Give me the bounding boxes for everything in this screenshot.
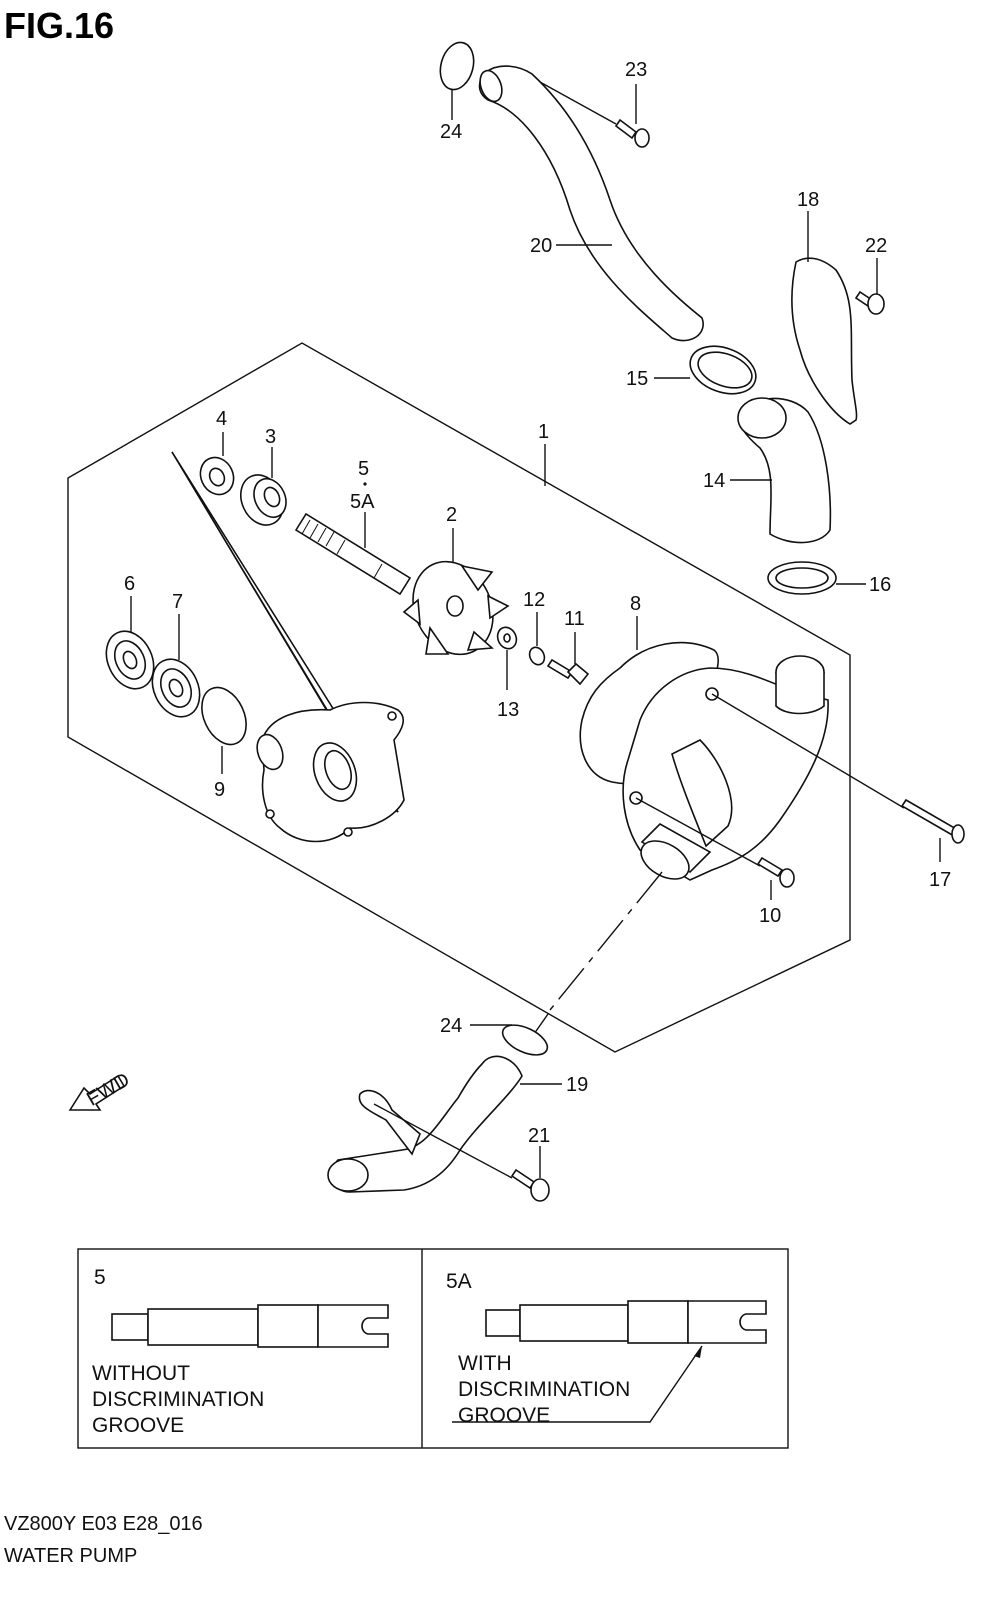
callout-5-dot bbox=[363, 482, 367, 486]
callout-14: 14 bbox=[703, 470, 725, 492]
inset-left-line-3: GROOVE bbox=[92, 1414, 184, 1437]
impeller-part-2 bbox=[402, 560, 510, 656]
callout-11: 11 bbox=[564, 608, 585, 630]
callout-5: 5 bbox=[358, 458, 369, 480]
callout-24-bottom: 24 bbox=[440, 1015, 462, 1037]
washer-part-13 bbox=[496, 626, 518, 650]
inset-shaft-5 bbox=[111, 1304, 389, 1348]
pipe-19-bracket bbox=[358, 1089, 421, 1156]
bolt-part-23 bbox=[614, 118, 650, 148]
impeller-shaft-part-5 bbox=[294, 512, 412, 596]
inset-right-line-1: WITH bbox=[458, 1352, 512, 1375]
callout-12: 12 bbox=[523, 589, 545, 611]
bolt-part-17 bbox=[900, 798, 965, 844]
inset-right-number: 5A bbox=[446, 1270, 472, 1293]
bolt-part-10 bbox=[756, 856, 795, 888]
hose-20-end bbox=[479, 69, 503, 103]
callout-2: 2 bbox=[446, 504, 457, 526]
callout-13: 13 bbox=[497, 699, 519, 721]
inset-right-line-3: GROOVE bbox=[458, 1404, 550, 1427]
pipe-part-19 bbox=[330, 1055, 523, 1193]
inset-shaft-5a bbox=[485, 1300, 767, 1344]
guide-10 bbox=[635, 797, 761, 867]
fwd-arrow-icon: FWD bbox=[68, 1069, 134, 1111]
bolt-part-11 bbox=[546, 658, 590, 686]
fwd-label: FWD bbox=[83, 1069, 133, 1111]
callout-15: 15 bbox=[626, 368, 648, 390]
hose-14-end bbox=[737, 397, 787, 439]
groove-arrow-icon bbox=[694, 1346, 702, 1358]
callout-21: 21 bbox=[528, 1125, 550, 1147]
callout-18: 18 bbox=[797, 189, 819, 211]
model-code: VZ800Y E03 E28_016 bbox=[4, 1513, 203, 1535]
callout-10: 10 bbox=[759, 905, 781, 927]
pipe-19-end bbox=[327, 1158, 369, 1192]
callout-3: 3 bbox=[265, 426, 276, 448]
bearing-part-7 bbox=[151, 658, 201, 718]
guide-17 bbox=[711, 693, 905, 809]
inset-left-number: 5 bbox=[94, 1266, 106, 1289]
callout-6: 6 bbox=[124, 573, 135, 595]
callout-16: 16 bbox=[869, 574, 891, 596]
hose-part-20 bbox=[478, 65, 704, 342]
pump-body bbox=[256, 701, 405, 843]
o-ring-part-24-bottom bbox=[501, 1024, 549, 1056]
callout-9: 9 bbox=[214, 779, 225, 801]
bolt-part-22 bbox=[854, 290, 885, 315]
guide-outlet-2 bbox=[533, 1013, 549, 1035]
figure-title: FIG.16 bbox=[4, 5, 114, 46]
inset-box bbox=[77, 1248, 789, 1449]
callout-7: 7 bbox=[172, 591, 183, 613]
callout-24-top: 24 bbox=[440, 121, 462, 143]
pump-cover bbox=[622, 655, 829, 881]
oil-seal-part-4 bbox=[199, 456, 235, 496]
callout-20: 20 bbox=[530, 235, 552, 257]
callout-23: 23 bbox=[625, 59, 647, 81]
o-ring-part-24-top bbox=[439, 41, 475, 91]
bolt-part-21 bbox=[510, 1168, 550, 1202]
inset-left-line-2: DISCRIMINATION bbox=[92, 1388, 264, 1411]
inset-left-line-1: WITHOUT bbox=[92, 1362, 190, 1385]
callout-5a: 5A bbox=[350, 491, 375, 513]
figure-caption: WATER PUMP bbox=[4, 1545, 137, 1567]
bracket-part-18 bbox=[791, 257, 858, 425]
inset-right-line-2: DISCRIMINATION bbox=[458, 1378, 630, 1401]
guide-outlet bbox=[549, 871, 663, 1011]
callout-19: 19 bbox=[566, 1074, 588, 1096]
guide-23 bbox=[539, 81, 617, 125]
mechanical-seal-part-3 bbox=[240, 474, 287, 526]
guide-21 bbox=[373, 1103, 513, 1179]
callout-8: 8 bbox=[630, 593, 641, 615]
o-ring-part-9 bbox=[201, 686, 247, 746]
washer-part-12 bbox=[528, 646, 546, 666]
callout-4: 4 bbox=[216, 408, 227, 430]
callout-22: 22 bbox=[865, 235, 887, 257]
clamp-part-16 bbox=[767, 561, 837, 595]
assembly-boundary bbox=[67, 342, 851, 1053]
bearing-part-6 bbox=[105, 630, 155, 690]
callout-17: 17 bbox=[929, 869, 951, 891]
clamp-part-15 bbox=[689, 345, 757, 395]
callout-1: 1 bbox=[538, 421, 549, 443]
groove-leader bbox=[452, 1345, 703, 1423]
